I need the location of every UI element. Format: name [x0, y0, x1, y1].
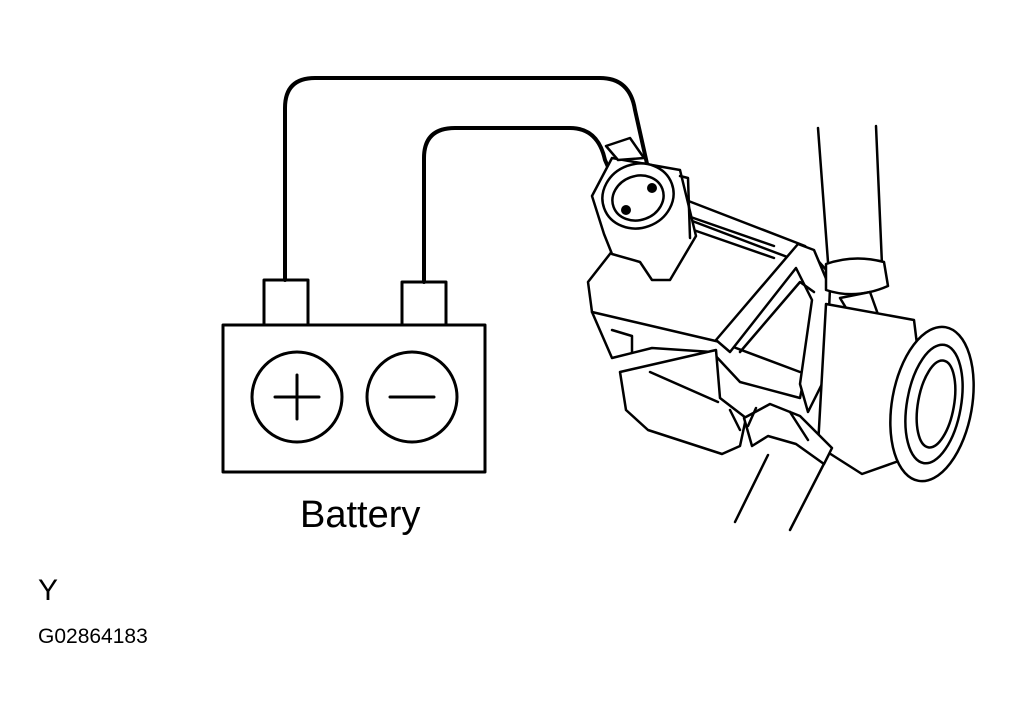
bracket-inner — [738, 280, 816, 354]
bracket — [714, 242, 832, 414]
positive-probe-tip — [647, 183, 657, 193]
outlet-pipe-inner — [904, 343, 964, 465]
battery-body — [221, 323, 487, 474]
upper-hose-clamp — [824, 257, 890, 296]
connector-socket-inner — [611, 174, 665, 222]
figure-id: G02864183 — [38, 625, 148, 648]
positive-lead-wire — [283, 76, 654, 282]
plus-icon — [250, 350, 344, 444]
view-letter: Y — [38, 574, 59, 607]
battery — [221, 278, 487, 474]
valve-mounting-tab — [648, 370, 742, 432]
outlet-pipe-rim — [889, 325, 975, 483]
minus-icon — [365, 350, 459, 444]
valve-body-slot — [610, 328, 634, 354]
connector-side — [678, 174, 692, 240]
valve-body-rib — [680, 212, 776, 260]
connector-latch — [604, 136, 646, 162]
lower-clamp-band — [746, 406, 810, 442]
negative-probe-tip — [621, 205, 631, 215]
battery-label: Battery — [300, 494, 421, 536]
upper-hose — [816, 124, 884, 267]
outlet-pipe-bore — [915, 359, 957, 449]
negative-terminal-post — [400, 280, 448, 327]
lower-hose — [733, 450, 832, 532]
positive-terminal-post — [262, 278, 310, 327]
valve-lower-housing — [618, 348, 748, 456]
lower-hose-clamp — [742, 402, 834, 466]
vacuum-switching-valve — [586, 124, 975, 532]
negative-lead-wire — [422, 126, 628, 284]
